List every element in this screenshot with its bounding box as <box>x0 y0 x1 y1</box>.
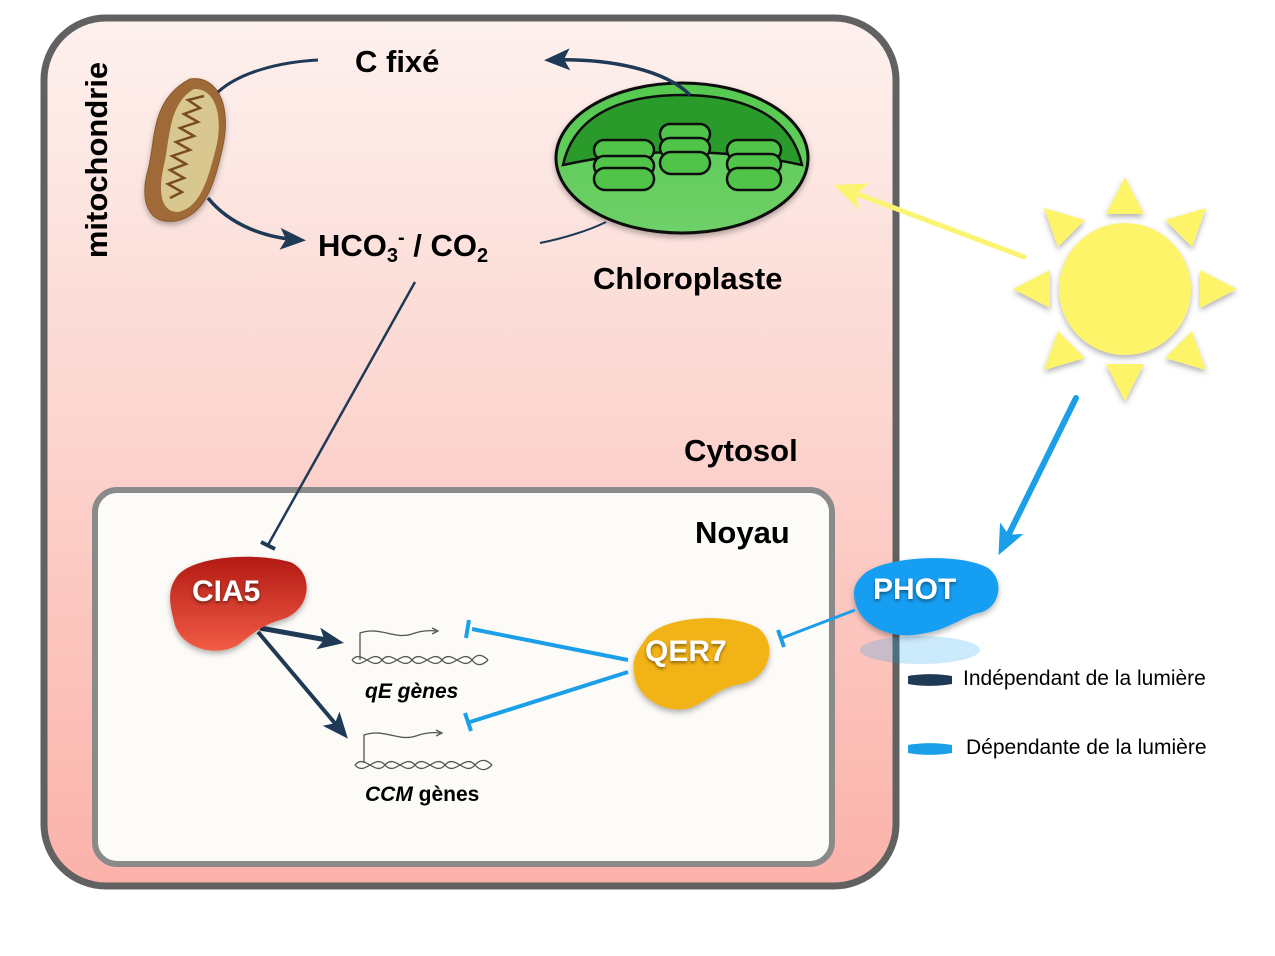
inhibition-phot-qer7 <box>781 608 856 640</box>
nucleus-label: Noyau <box>695 515 790 550</box>
arrow-sun-to-chloroplast <box>833 183 1027 260</box>
qe-gene-icon <box>351 627 489 666</box>
arrow-cia5-to-qe <box>259 625 344 650</box>
phot-label: PHOT <box>873 573 957 606</box>
legend-item-light-independent: Indépendant de la lumière <box>963 667 1206 690</box>
qe-genes-label: qE gènes <box>365 680 459 703</box>
cytosol-label: Cytosol <box>684 433 798 468</box>
arrow-mito-to-bicarbonate <box>206 196 306 250</box>
arrow-sun-to-phot <box>998 395 1079 556</box>
arrow-bicarbonate-to-chloro <box>539 221 607 244</box>
ccm-italic: CCM <box>365 783 413 806</box>
qer7-protein-shape <box>633 618 770 710</box>
chloroplast-label: Chloroplaste <box>593 261 783 296</box>
cia5-label: CIA5 <box>192 575 261 608</box>
sun-icon <box>1013 177 1237 401</box>
co2-text: CO <box>430 228 478 263</box>
legend-swatch-blue <box>908 743 952 755</box>
ccm-genes-label: CCM gènes <box>365 783 479 807</box>
separator-text: / <box>404 228 431 263</box>
phot-protein-shape <box>854 558 999 636</box>
mitochondria-label: mitochondrie <box>79 61 114 259</box>
inhibition-bar <box>776 629 786 648</box>
cia5-protein-shape <box>170 556 307 651</box>
ccm-suffix: gènes <box>412 783 480 806</box>
chloroplast-icon <box>554 81 810 235</box>
phot-reflection <box>860 636 980 664</box>
co2-subscript: 2 <box>477 245 489 267</box>
inhibition-co2-cia5 <box>266 281 417 546</box>
inhibition-qer7-qe <box>471 627 629 662</box>
inhibition-bar <box>260 540 276 551</box>
qer7-label: QER7 <box>645 635 727 668</box>
inhibition-bar <box>464 619 471 639</box>
arrow-mito-to-fixedC <box>216 58 319 94</box>
arrow-chloro-to-fixedC <box>544 48 692 97</box>
inhibition-bar <box>463 712 473 732</box>
bicarbonate-superscript: - <box>398 227 405 249</box>
ccm-gene-icon <box>354 729 493 771</box>
inhibition-qer7-ccm <box>469 670 629 724</box>
fixed-carbon-label: C fixé <box>355 44 440 79</box>
bicarbonate-co2-label: HCO3- / CO2 <box>318 227 489 267</box>
legend-item-light-dependent: Dépendante de la lumière <box>966 736 1207 759</box>
legend-swatch-dark <box>908 674 952 686</box>
bicarbonate-subscript: 3 <box>386 245 399 267</box>
bicarbonate-text: HCO <box>318 228 387 263</box>
arrow-cia5-to-ccm <box>256 630 348 739</box>
mitochondrion-icon <box>144 78 226 222</box>
